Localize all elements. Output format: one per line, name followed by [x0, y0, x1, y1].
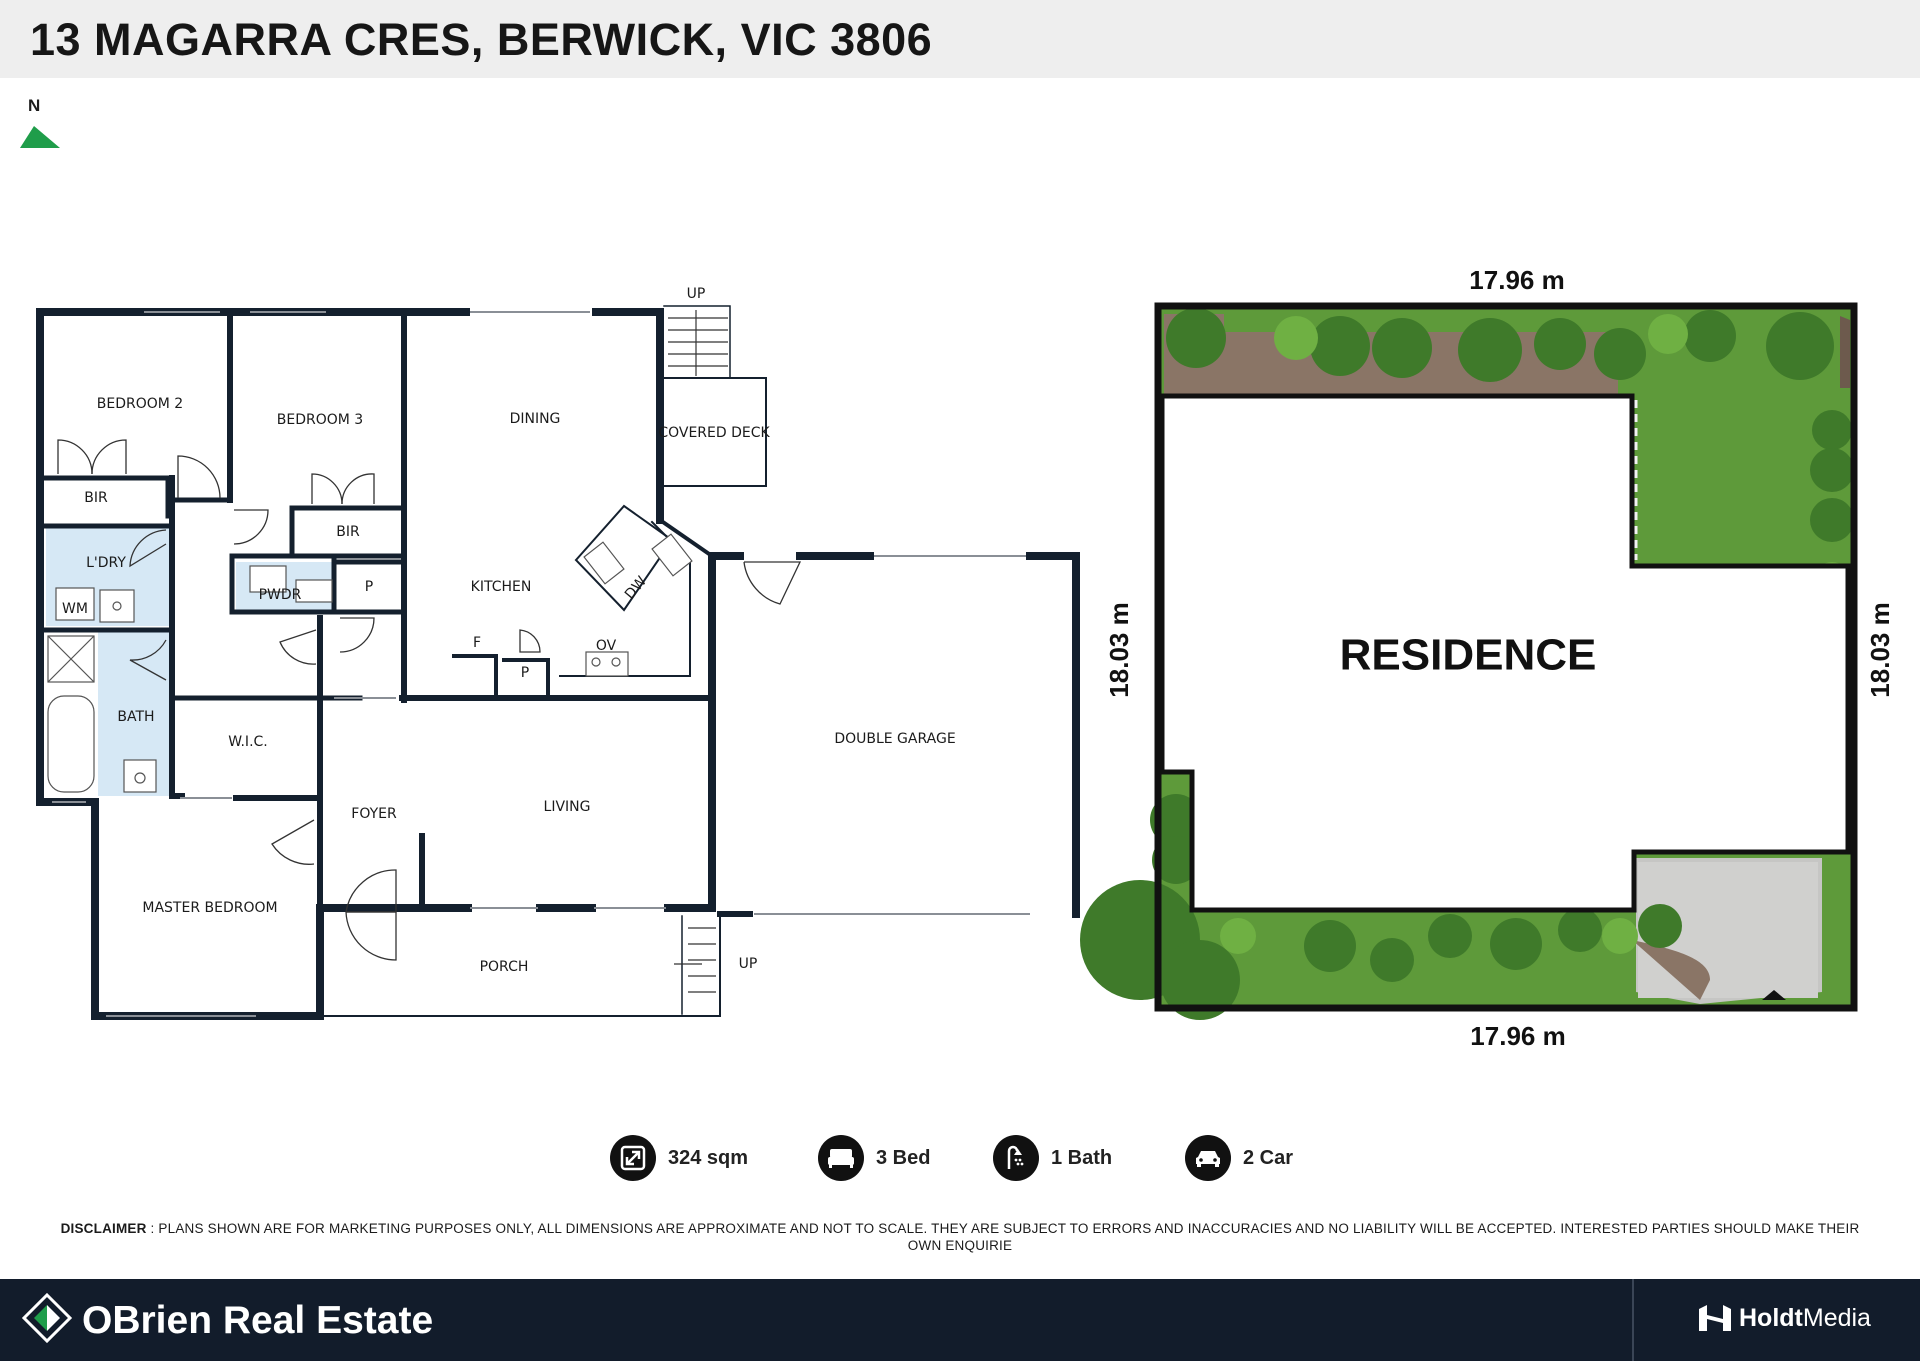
disclaimer-heading: DISCLAIMER	[60, 1221, 147, 1236]
holdt-media-light: Media	[1802, 1303, 1871, 1332]
room-foyer: FOYER	[351, 806, 397, 822]
car-icon	[1185, 1135, 1231, 1181]
stat-bedrooms-text: 3 Bed	[876, 1146, 931, 1169]
stat-bathrooms: 1 Bath	[993, 1134, 1112, 1182]
room-kitchen: KITCHEN	[471, 579, 532, 595]
room-living: LIVING	[544, 799, 591, 815]
label-washing-machine: WM	[62, 601, 88, 617]
label-stairs-up-top: UP	[687, 286, 706, 302]
agency-logo-icon	[22, 1293, 72, 1343]
area-icon	[610, 1135, 656, 1181]
room-bir-1: BIR	[84, 490, 108, 506]
stat-bedrooms: 3 Bed	[818, 1134, 930, 1182]
north-label: N	[28, 96, 41, 115]
room-porch: PORCH	[480, 959, 529, 975]
stat-area: 324 sqm	[610, 1134, 748, 1182]
header-bar: 13 MAGARRA CRES, BERWICK, VIC 3806	[0, 0, 1920, 78]
footer-divider	[1632, 1279, 1634, 1361]
north-indicator: N	[20, 96, 64, 152]
property-address: 13 MAGARRA CRES, BERWICK, VIC 3806	[30, 14, 933, 65]
room-dining: DINING	[510, 411, 561, 427]
disclaimer: DISCLAIMER : PLANS SHOWN ARE FOR MARKETI…	[60, 1220, 1860, 1254]
stat-car-spaces: 2 Car	[1185, 1134, 1293, 1182]
site-dimension-bottom: 17.96 m	[1470, 1021, 1565, 1051]
site-dimension-left: 18.03 m	[1104, 602, 1134, 697]
room-bir-2: BIR	[336, 524, 360, 540]
site-plan: RESIDENCE 17.96 m 17.96 m 18.03 m 18.03 …	[1080, 265, 1895, 1051]
room-master-bedroom: MASTER BEDROOM	[142, 900, 277, 916]
north-arrow-icon	[20, 126, 60, 148]
holdt-media-icon	[1699, 1305, 1731, 1331]
room-bath: BATH	[117, 709, 154, 725]
agency-name: OBrien Real Estate	[82, 1299, 434, 1342]
disclaimer-text: : PLANS SHOWN ARE FOR MARKETING PURPOSES…	[146, 1221, 1860, 1253]
room-covered-deck: COVERED DECK	[658, 425, 770, 441]
label-fridge: F	[473, 635, 481, 651]
floor-plan-drawing: BEDROOM 2 BEDROOM 3 DINING COVERED DECK …	[36, 265, 1895, 1051]
shower-icon	[993, 1135, 1039, 1181]
room-pantry-2: P	[521, 665, 529, 681]
site-dimension-top: 17.96 m	[1469, 265, 1564, 295]
holdt-media-logo: HoldtMedia	[1697, 1301, 1871, 1335]
property-stats: 324 sqm 3 Bed 1 Bath 2 Car	[0, 1134, 1920, 1184]
room-wic: W.I.C.	[228, 734, 268, 750]
room-laundry: L'DRY	[86, 555, 126, 571]
residence-label: RESIDENCE	[1340, 631, 1597, 680]
stat-car-spaces-text: 2 Car	[1243, 1146, 1294, 1169]
room-pantry-1: P	[365, 579, 373, 595]
label-oven: OV	[596, 638, 617, 654]
room-bedroom-2: BEDROOM 2	[97, 396, 183, 412]
footer-bar: OBrien Real Estate HoldtMedia	[0, 1279, 1920, 1361]
room-bedroom-3: BEDROOM 3	[277, 412, 363, 428]
room-double-garage: DOUBLE GARAGE	[834, 731, 955, 747]
holdt-media-bold: Holdt	[1739, 1303, 1803, 1332]
site-dimension-right: 18.03 m	[1865, 602, 1895, 697]
stat-area-text: 324 sqm	[668, 1146, 749, 1169]
label-stairs-up-bottom: UP	[739, 956, 758, 972]
room-powder: PWDR	[259, 587, 302, 603]
stat-bathrooms-text: 1 Bath	[1051, 1146, 1113, 1169]
bed-icon	[818, 1135, 864, 1181]
